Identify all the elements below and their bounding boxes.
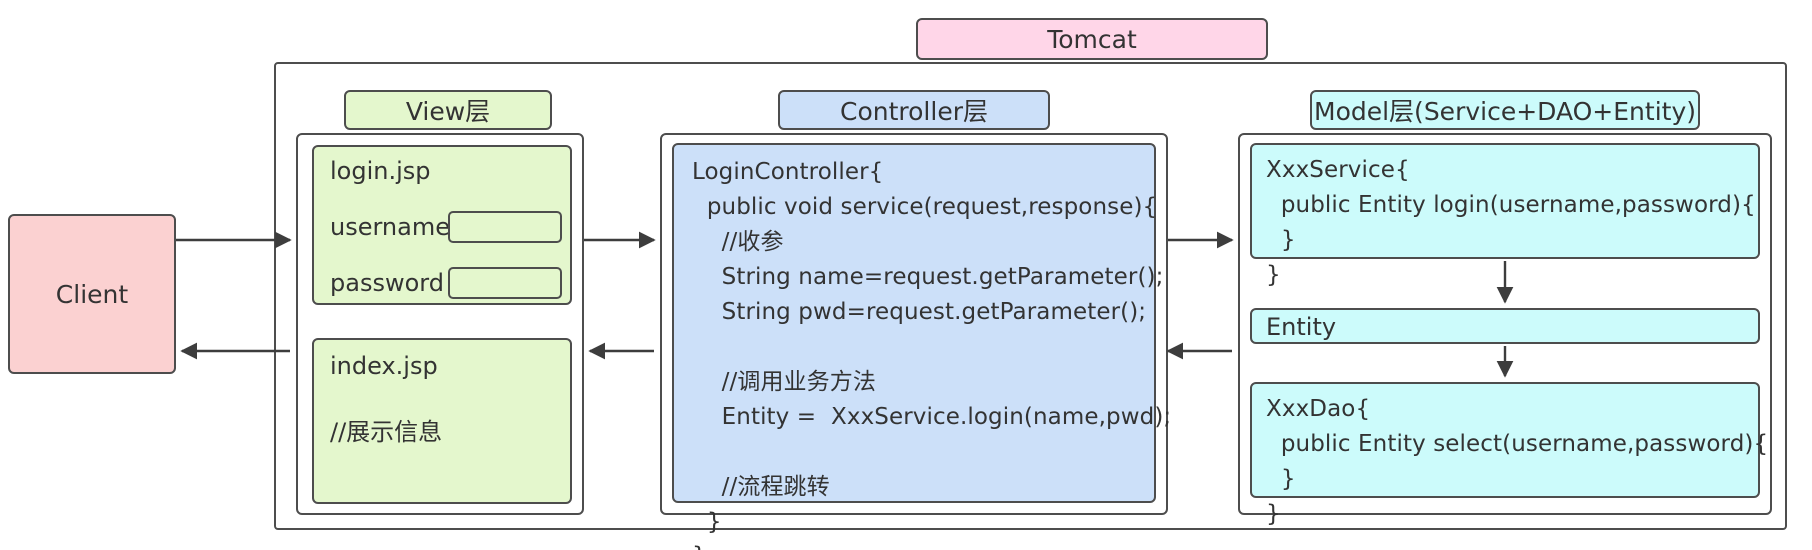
- username-input[interactable]: [448, 211, 562, 243]
- entity-label: Entity: [1266, 313, 1337, 341]
- xxx-dao-box: XxxDao{ public Entity select(username,pa…: [1250, 382, 1768, 527]
- xxx-service-box: XxxService{ public Entity login(username…: [1250, 143, 1760, 288]
- xxx-service-code: XxxService{ public Entity login(username…: [1266, 157, 1756, 288]
- tomcat-banner: Tomcat: [916, 18, 1268, 60]
- model-layer-title: Model层(Service+DAO+Entity): [1310, 90, 1700, 130]
- password-input[interactable]: [448, 267, 562, 299]
- entity-box: Entity: [1250, 308, 1760, 344]
- client-box: Client: [8, 214, 176, 374]
- login-jsp-box: login.jsp username password: [312, 145, 572, 305]
- login-jsp-title: login.jsp: [330, 157, 431, 185]
- login-controller-box: LoginController{ public void service(req…: [672, 143, 1171, 550]
- view-layer-title: View层: [344, 90, 552, 130]
- index-jsp-comment: //展示信息: [330, 418, 443, 446]
- username-label: username: [330, 213, 450, 241]
- password-label: password: [330, 269, 444, 297]
- index-jsp-box: index.jsp //展示信息: [312, 338, 572, 504]
- index-jsp-title: index.jsp: [330, 352, 438, 380]
- login-controller-code: LoginController{ public void service(req…: [692, 159, 1172, 550]
- xxx-dao-code: XxxDao{ public Entity select(username,pa…: [1266, 396, 1769, 527]
- controller-layer-title: Controller层: [778, 90, 1050, 130]
